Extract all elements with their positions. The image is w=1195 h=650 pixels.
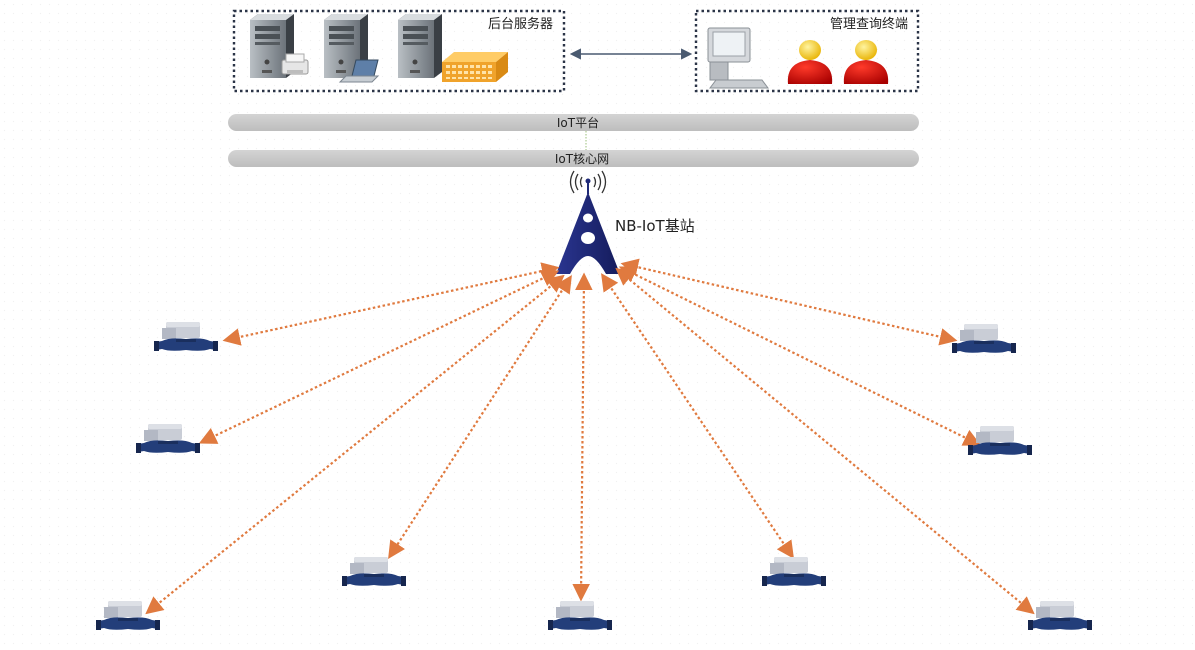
iot-platform-bar: IoT平台 xyxy=(228,114,919,131)
backend-label: 后台服务器 xyxy=(488,16,553,32)
iot-platform-label: IoT平台 xyxy=(557,115,599,130)
iot-core-network-bar: IoT核心网 xyxy=(228,150,919,167)
link-meter-7 xyxy=(615,267,1035,615)
terminal-group-frame xyxy=(694,9,920,93)
water-meter-8 xyxy=(968,426,1032,455)
water-meter-9 xyxy=(952,324,1016,353)
link-meter-6 xyxy=(601,273,794,559)
water-meter-6 xyxy=(762,557,826,586)
water-meter-7 xyxy=(1028,601,1092,630)
link-meter-4 xyxy=(388,275,572,559)
link-meter-5 xyxy=(572,272,593,602)
water-meter-2 xyxy=(136,424,200,453)
link-meter-3 xyxy=(145,274,565,615)
water-meter-4 xyxy=(342,557,406,586)
nb-iot-links xyxy=(145,258,1035,615)
printer-icon xyxy=(281,53,309,75)
link-meter-9 xyxy=(620,258,958,346)
water-meter-3 xyxy=(96,601,160,630)
water-meter-5 xyxy=(548,601,612,630)
water-meter-1 xyxy=(154,322,218,351)
signal-waves-icon xyxy=(569,170,607,194)
backend-group-frame xyxy=(232,9,566,93)
backend-server-group: 后台服务器 xyxy=(232,9,566,93)
iot-core-network-label: IoT核心网 xyxy=(555,152,609,166)
base-station-label: NB-IoT基站 xyxy=(615,217,695,235)
server-icon xyxy=(398,14,442,78)
link-meter-8 xyxy=(618,266,982,446)
firewall-icon xyxy=(442,52,508,82)
link-meter-2 xyxy=(198,270,560,444)
base-station: NB-IoT基站 xyxy=(556,170,695,274)
laptop-icon xyxy=(338,59,380,83)
terminal-label: 管理查询终端 xyxy=(830,16,908,32)
terminal-group: 管理查询终端 xyxy=(694,9,920,93)
tower-icon xyxy=(556,192,620,274)
link-meter-1 xyxy=(222,262,560,346)
user-icon xyxy=(843,40,889,84)
computer-icon xyxy=(707,27,769,89)
user-icon xyxy=(787,40,833,84)
